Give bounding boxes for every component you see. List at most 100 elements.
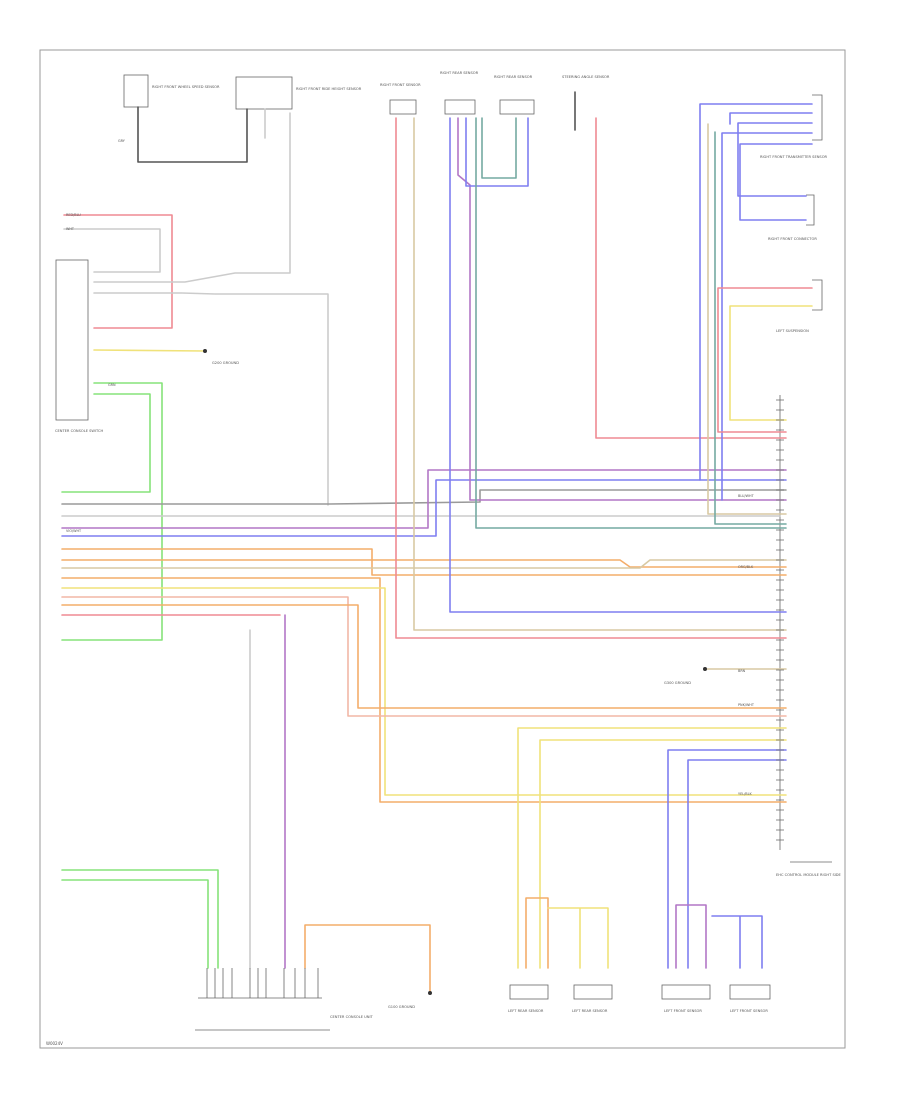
label-rf-wheel-speed: RIGHT FRONT WHEEL SPEED SENSOR	[152, 85, 220, 89]
label-steering-angle: STEERING ANGLE SENSOR	[562, 75, 610, 79]
label-front-sensor-a: RIGHT FRONT SENSOR	[380, 83, 421, 87]
wire-orange-bottom-ground	[304, 924, 431, 994]
label-left-dash-module: CENTER CONSOLE SWITCH	[55, 429, 104, 433]
wire-red-steering	[595, 117, 787, 439]
wire-green-sensor-c	[481, 117, 517, 179]
reference-code: W0024V	[46, 1041, 63, 1046]
components	[55, 74, 832, 1031]
label-lr-b: LEFT REAR SENSOR	[572, 1009, 608, 1013]
label-lr-a: LEFT REAR SENSOR	[508, 1009, 544, 1013]
wire-tan-right-top	[707, 123, 787, 515]
wire-violet-lf	[675, 904, 707, 969]
wire-red-upper-left	[63, 214, 173, 329]
bottom-module-pins	[206, 968, 319, 998]
wire-teal-sensor-b	[475, 117, 787, 529]
wire-tan-sensor-a	[413, 117, 787, 631]
right-connector-ticks	[776, 399, 784, 841]
wire-blue-sensor-b	[449, 117, 787, 613]
ground-points	[203, 349, 707, 995]
wire-white-dash-b	[93, 292, 329, 506]
pump-relay-body	[812, 279, 823, 311]
front-sensor-c-box	[499, 99, 535, 115]
wire-yellow-pump	[729, 305, 813, 421]
label-lf-b: LEFT FRONT SENSOR	[730, 1009, 768, 1013]
ground-mid-dot	[703, 667, 707, 671]
lr-b-box	[573, 984, 613, 1000]
wire-label-pink-right: PNK/WHT	[738, 703, 755, 707]
wire-blue-sensor-b2	[465, 117, 529, 187]
wire-green-dash-a	[61, 382, 163, 641]
right-mid-sensor-body	[806, 194, 815, 226]
wire-orange-left-b	[61, 559, 787, 568]
wire-green-bottom-b	[61, 879, 209, 969]
ground-top-dot	[203, 349, 207, 353]
wire-label-red-left: RED/BLU	[66, 213, 81, 217]
rf-ride-height-box	[235, 76, 293, 110]
lr-a-box	[509, 984, 549, 1000]
wire-violet-left-a	[61, 469, 787, 529]
wire-gray-left-row	[61, 489, 787, 505]
wire-blue-upper-right-b	[729, 112, 813, 125]
wire-label-violet-mid: VIO/WHT	[66, 529, 82, 533]
label-front-sensor-b: RIGHT REAR SENSOR	[440, 71, 479, 75]
lf-a-box	[661, 984, 711, 1000]
wire-label-blue-right: BLU/WHT	[738, 494, 755, 498]
wire-red-pump	[717, 287, 813, 433]
wire-white-dash-a	[93, 112, 291, 283]
wire-orange-left-a	[61, 548, 787, 576]
label-bottom-ground: G100 GROUND	[388, 1005, 415, 1009]
wire-pink-left-a	[61, 596, 787, 717]
wire-label-yellow-right: YEL/BLK	[738, 792, 752, 796]
label-upper-right-sensor: RIGHT FRONT TRANSMITTER SENSOR	[760, 155, 828, 159]
front-sensor-b-box	[444, 99, 476, 115]
wire-label-orange-right: ORG/BLK	[738, 565, 754, 569]
wire-blue-lf-c	[711, 915, 763, 969]
label-lf-a: LEFT FRONT SENSOR	[664, 1009, 702, 1013]
wire-yellow-lr-a	[517, 727, 787, 969]
ground-bottom-dot	[428, 991, 432, 995]
label-rf-ride-height: RIGHT FRONT RIDE HEIGHT SENSOR	[296, 87, 362, 91]
wire-orange-left-d	[61, 604, 787, 709]
diagram-border	[39, 49, 846, 1049]
wire-color-labels: RED/BLU WHT GRY GRN VIO/WHT BLU/WHT ORG/…	[66, 139, 755, 796]
wire-orange-lr	[525, 897, 549, 969]
connector-pins	[206, 399, 784, 998]
wire-red-sensor-a	[395, 117, 787, 639]
rf-wheel-speed-box	[123, 74, 149, 108]
wire-harness	[61, 91, 813, 994]
wire-yellow-lr-b	[539, 739, 787, 969]
wire-blue-left-a	[61, 479, 787, 537]
component-labels: RIGHT FRONT WHEEL SPEED SENSOR RIGHT FRO…	[55, 71, 842, 1019]
wire-blue-lf-a	[667, 749, 787, 969]
label-front-sensor-c: RIGHT REAR SENSOR	[494, 75, 533, 79]
wire-label-green-dash: GRN	[108, 383, 116, 387]
wire-violet-sensor-b	[457, 117, 787, 501]
label-right-connector: EHC CONTROL MODULE RIGHT SIDE	[776, 873, 842, 877]
label-pump-relay: LEFT SUSPENSION	[776, 329, 809, 333]
wire-yellow-dash-ground	[93, 349, 206, 352]
wire-label-gray-top: GRY	[118, 139, 126, 143]
wire-white-upper-left	[63, 228, 161, 273]
wire-green-bottom-a	[61, 869, 219, 969]
wire-blue-upper-right-d	[721, 132, 813, 501]
wire-blue-upper-right-a	[699, 103, 813, 481]
upper-right-sensor-body	[812, 94, 823, 141]
label-ground-top: G200 GROUND	[212, 361, 239, 365]
label-right-mid-sensor: RIGHT FRONT CONNECTOR	[768, 237, 817, 241]
wire-orange-left-c	[61, 577, 787, 803]
lf-b-box	[729, 984, 771, 1000]
wire-gray-rf-speed	[137, 106, 248, 163]
label-bottom-module: CENTER CONSOLE UNIT	[330, 1015, 374, 1019]
wire-teal-right-a	[714, 131, 787, 525]
wire-green-dash-b	[61, 393, 151, 493]
left-dash-module-box	[55, 259, 89, 421]
wire-blue-upper-right-e	[739, 143, 813, 221]
label-ground-mid: G300 GROUND	[664, 681, 691, 685]
wire-label-white-left: WHT	[66, 227, 75, 231]
wire-label-brown-ground: BRN	[738, 669, 746, 673]
wire-yellow-left	[61, 587, 787, 796]
wire-blue-upper-right-c	[737, 122, 813, 197]
wire-tan-left-a	[61, 559, 787, 569]
wire-blue-lf-b	[687, 759, 787, 969]
